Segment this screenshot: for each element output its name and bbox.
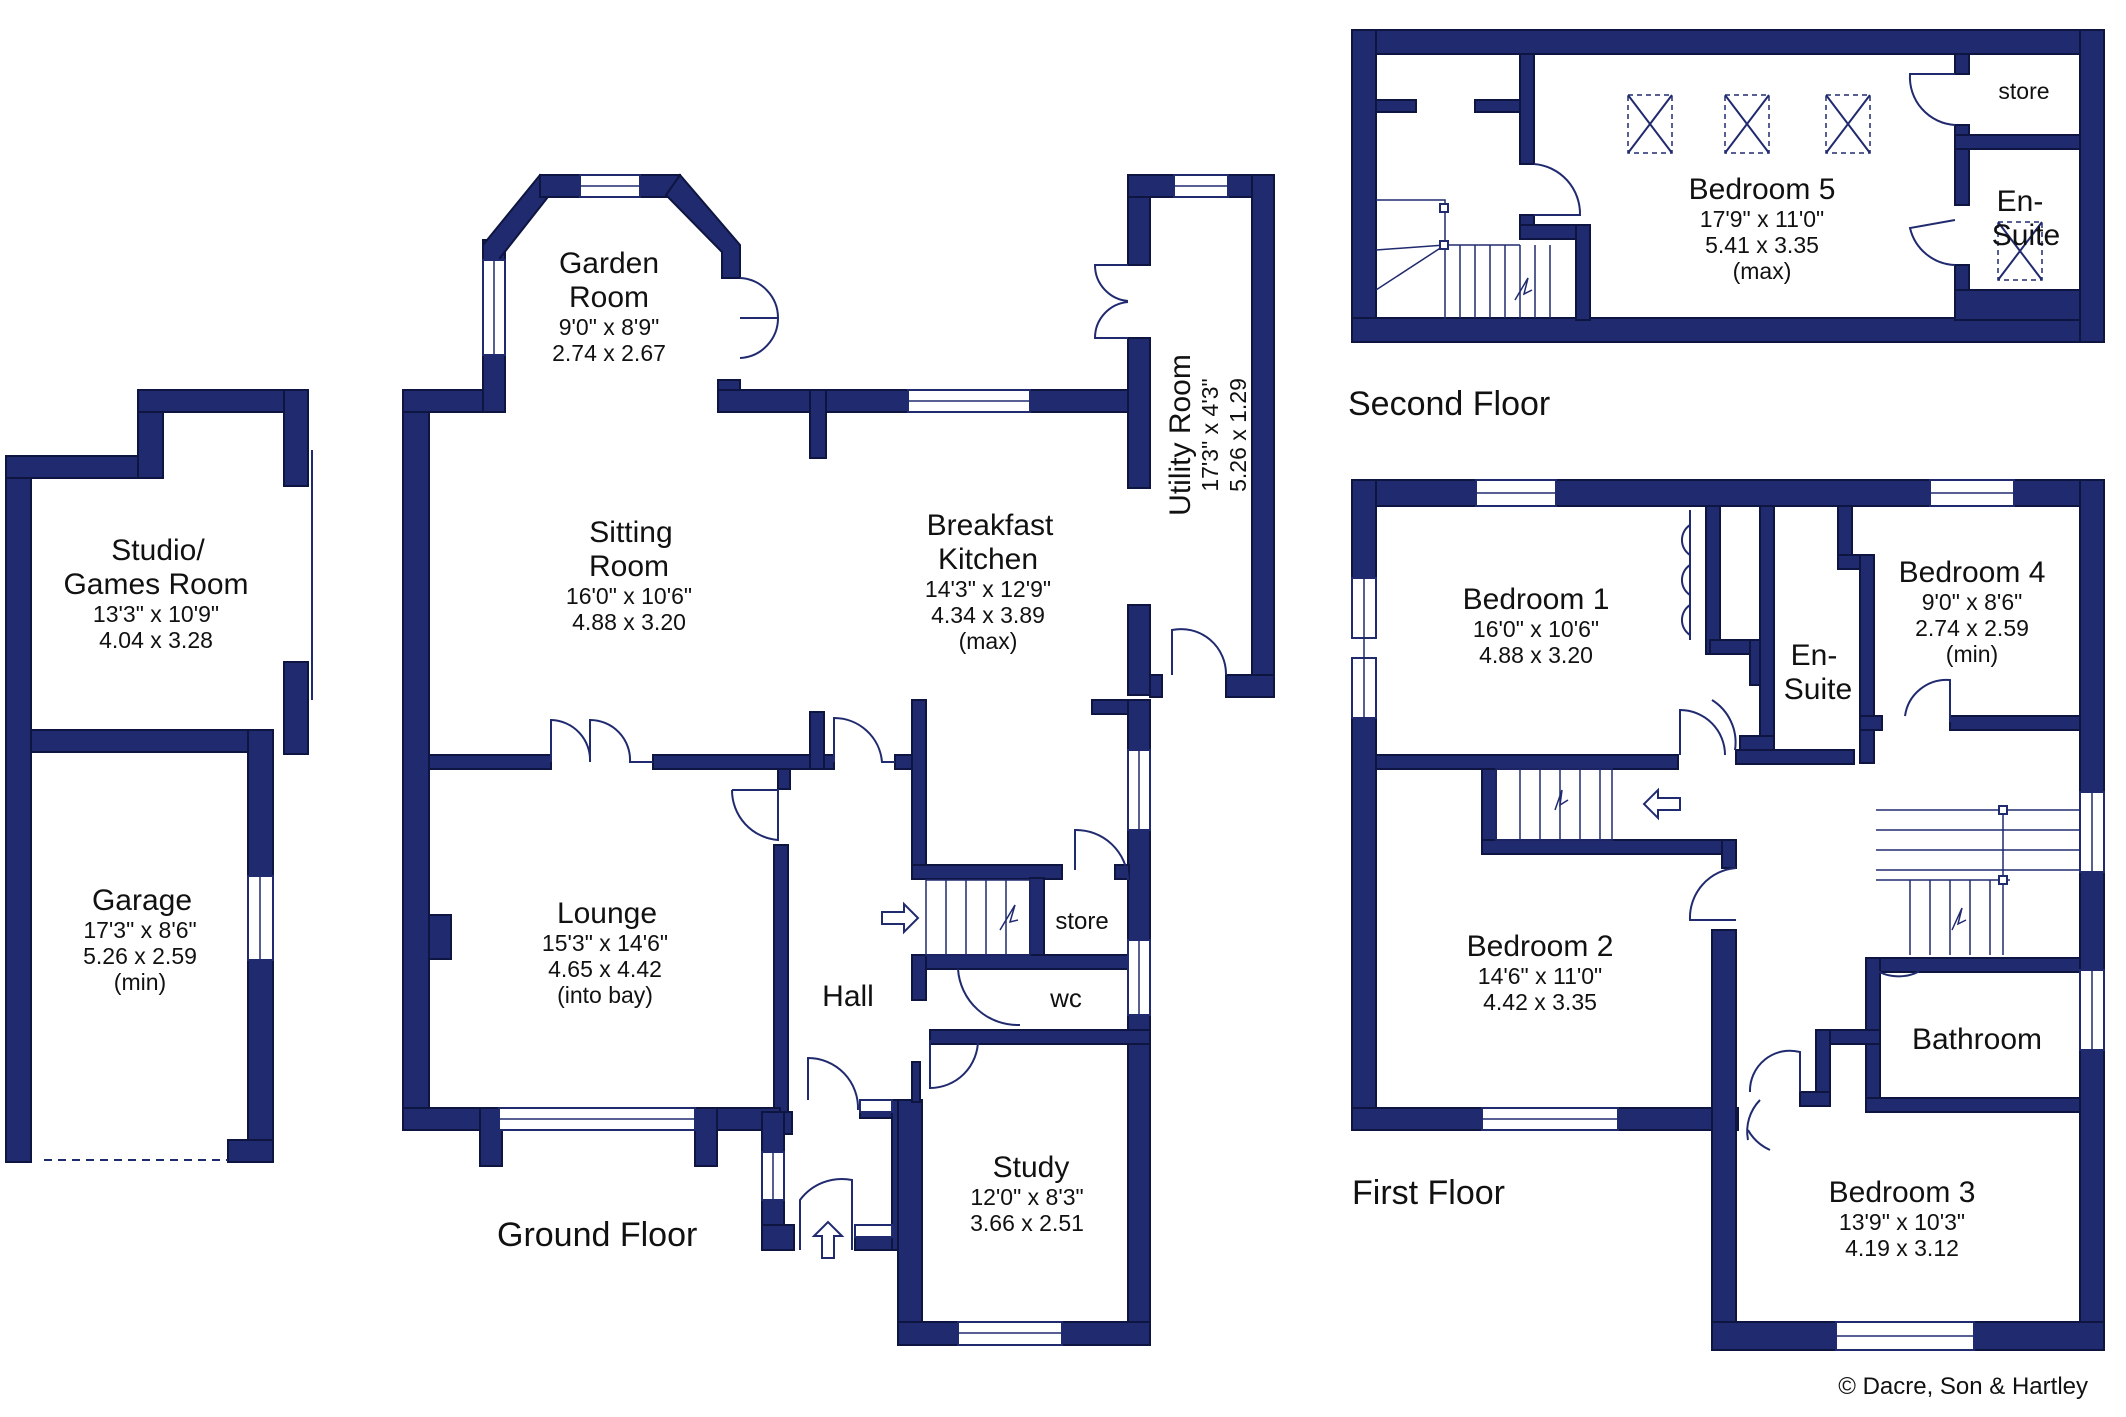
store-second-name: store	[1998, 78, 2049, 104]
garage-imperial: 17'3" x 8'6"	[83, 917, 196, 943]
second-floor-walls	[1351, 29, 2105, 343]
bedroom2-name: Bedroom 2	[1467, 930, 1614, 963]
studio-imperial: 13'3" x 10'9"	[93, 601, 219, 627]
ensuite-second-name-2: Suite	[1992, 219, 2060, 252]
kitchen-name-1: Breakfast	[927, 509, 1054, 542]
lounge-note: (into bay)	[557, 982, 653, 1008]
second-floor-stairs	[1375, 199, 1551, 320]
sitting-room-metric: 4.88 x 3.20	[572, 609, 686, 635]
bedroom3-imperial: 13'9" x 10'3"	[1839, 1209, 1965, 1235]
garden-room-name-1: Garden	[559, 247, 659, 280]
sitting-room-name-1: Sitting	[589, 516, 672, 549]
ensuite-first-name-1: En-	[1791, 639, 1838, 672]
ground-stairs	[925, 879, 1031, 956]
first-floor-walls	[1351, 479, 2105, 1351]
sitting-room-imperial: 16'0" x 10'6"	[566, 583, 692, 609]
stair-up-arrow-icon	[881, 901, 920, 935]
sitting-room-name-2: Room	[589, 550, 669, 583]
bedroom2-metric: 4.42 x 3.35	[1483, 989, 1597, 1015]
bedroom5-metric: 5.41 x 3.35	[1705, 232, 1819, 258]
bathroom-name: Bathroom	[1912, 1023, 2042, 1056]
study-metric: 3.66 x 2.51	[970, 1210, 1084, 1236]
first-floor-title: First Floor	[1352, 1174, 1505, 1212]
second-floor-title: Second Floor	[1348, 385, 1550, 423]
bedroom1-imperial: 16'0" x 10'6"	[1473, 616, 1599, 642]
study-imperial: 12'0" x 8'3"	[970, 1184, 1083, 1210]
ground-floor-walls	[402, 173, 1275, 1346]
kitchen-imperial: 14'3" x 12'9"	[925, 576, 1051, 602]
ensuite-first-name-2: Suite	[1784, 673, 1852, 706]
bedroom4-note: (min)	[1946, 641, 1998, 667]
bedroom1-name: Bedroom 1	[1463, 583, 1610, 616]
ground-floor-title: Ground Floor	[497, 1216, 697, 1254]
kitchen-metric: 4.34 x 3.89	[931, 602, 1045, 628]
utility-room-imperial: 17'3" x 4'3"	[1197, 378, 1223, 491]
outbuilding-walls	[5, 389, 309, 1163]
wc-name: wc	[1049, 983, 1082, 1013]
utility-room-metric: 5.26 x 1.29	[1225, 378, 1251, 492]
garden-room-imperial: 9'0" x 8'9"	[559, 314, 660, 340]
lounge-metric: 4.65 x 4.42	[548, 956, 662, 982]
garage-metric: 5.26 x 2.59	[83, 943, 197, 969]
utility-room-name: Utility Room	[1164, 354, 1197, 516]
lounge-imperial: 15'3" x 14'6"	[542, 930, 668, 956]
studio-name-1: Studio/	[111, 534, 205, 567]
kitchen-name-2: Kitchen	[938, 543, 1038, 576]
copyright-credit: © Dacre, Son & Hartley	[1838, 1373, 2088, 1400]
bedroom4-name: Bedroom 4	[1899, 556, 2046, 589]
bedroom5-note: (max)	[1733, 258, 1792, 284]
garage-name: Garage	[92, 884, 192, 917]
bedroom2-imperial: 14'6" x 11'0"	[1478, 963, 1602, 989]
bedroom3-metric: 4.19 x 3.12	[1845, 1235, 1959, 1261]
studio-metric: 4.04 x 3.28	[99, 627, 213, 653]
bedroom3-name: Bedroom 3	[1829, 1176, 1976, 1209]
bedroom1-metric: 4.88 x 3.20	[1479, 642, 1593, 668]
entrance-arrow-icon	[811, 1220, 845, 1259]
hall-name: Hall	[822, 980, 874, 1013]
bedroom5-name: Bedroom 5	[1689, 173, 1836, 206]
ensuite-second-name-1: En-	[1997, 185, 2044, 218]
bedroom4-imperial: 9'0" x 8'6"	[1922, 589, 2023, 615]
kitchen-note: (max)	[959, 628, 1018, 654]
garage-note: (min)	[114, 969, 166, 995]
bedroom4-metric: 2.74 x 2.59	[1915, 615, 2029, 641]
store-ground-name: store	[1055, 908, 1108, 935]
lounge-name: Lounge	[557, 897, 657, 930]
studio-name-2: Games Room	[63, 568, 248, 601]
bedroom5-imperial: 17'9" x 11'0"	[1700, 206, 1824, 232]
garden-room-metric: 2.74 x 2.67	[552, 340, 666, 366]
first-floor-stairs	[1495, 768, 2080, 955]
garden-room-name-2: Room	[569, 281, 649, 314]
stair-down-arrow-icon	[1642, 787, 1681, 821]
study-name: Study	[993, 1151, 1070, 1184]
